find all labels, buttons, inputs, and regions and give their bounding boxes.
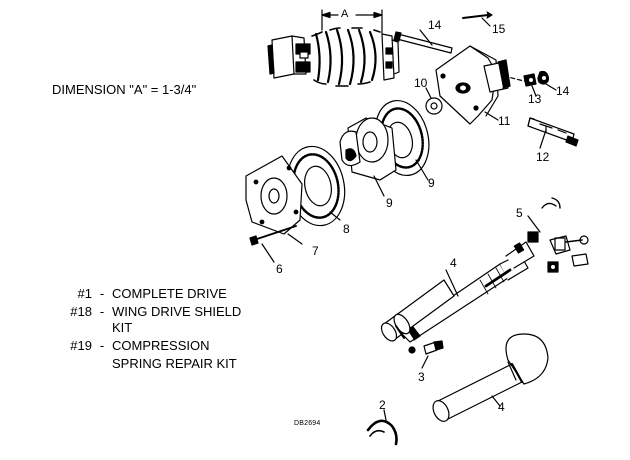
part-4-shield	[432, 333, 549, 422]
compression-spring-assembly	[267, 9, 400, 87]
part-8-pressure-plate	[245, 155, 303, 245]
legend-text: SPRING REPAIR KIT	[112, 356, 237, 371]
dimension-a-marker: A	[341, 8, 349, 20]
callout-7: 6	[276, 262, 283, 276]
legend-item-complete-drive: #1-COMPLETE DRIVE	[52, 286, 227, 301]
part-14-15-nut-washer	[503, 70, 557, 97]
callout-3: 3	[418, 370, 425, 384]
legend-text: WING DRIVE SHIELD	[112, 304, 242, 319]
legend: #1-COMPLETE DRIVE #18-WING DRIVE SHIELD …	[52, 286, 282, 376]
legend-number: #18	[70, 304, 92, 319]
legend-separator: -	[99, 304, 105, 319]
part-13-key	[527, 117, 579, 149]
callout-17: 15	[492, 22, 506, 36]
callout-14: 13	[528, 92, 542, 106]
legend-number: #1	[77, 286, 92, 301]
callout-2: 2	[379, 398, 386, 412]
part-2-clip	[366, 409, 398, 446]
legend-number: #19	[70, 338, 92, 353]
callout-8: 7	[312, 244, 319, 258]
part-5-inner-drive-shaft	[399, 241, 535, 343]
part-11-washer	[425, 87, 443, 115]
drawing-code: DB2694	[294, 420, 321, 427]
callout-6: 5	[516, 206, 523, 220]
dimension-note: DIMENSION "A" = 1-3/4"	[52, 82, 197, 97]
part-17-pin	[462, 11, 493, 27]
legend-text: COMPRESSION	[112, 338, 210, 353]
part-3-set-screw	[421, 340, 444, 369]
callout-9-front: 8	[343, 222, 350, 236]
legend-text: COMPLETE DRIVE	[112, 286, 227, 301]
legend-item-compression-spring: #19-COMPRESSION	[52, 338, 210, 353]
part-16-bolt	[393, 29, 453, 54]
legend-item-compression-spring-cont: SPRING REPAIR KIT	[112, 356, 237, 371]
callout-12: 11	[498, 114, 511, 128]
callout-4: 4	[498, 400, 505, 414]
part-6-cross-bearing-kit	[527, 197, 589, 273]
part-5-outer-tube	[380, 279, 455, 354]
legend-item-wing-drive-shield-cont: KIT	[112, 320, 132, 335]
part-7-bolt	[249, 225, 297, 263]
callout-15: 14	[556, 84, 570, 98]
legend-separator: -	[99, 286, 105, 301]
callout-16: 14	[428, 18, 442, 32]
callout-11: 10	[414, 76, 428, 90]
callout-9-rear: 9	[428, 176, 435, 190]
callout-10: 9	[386, 196, 393, 210]
callout-5: 4	[450, 256, 457, 270]
callout-13: 12	[536, 150, 550, 164]
part-10-yoke-hub	[339, 117, 397, 197]
legend-text: KIT	[112, 320, 133, 335]
legend-item-wing-drive-shield: #18-WING DRIVE SHIELD	[52, 304, 241, 319]
part-12-flange-plate	[435, 45, 511, 125]
legend-separator: -	[99, 338, 105, 353]
